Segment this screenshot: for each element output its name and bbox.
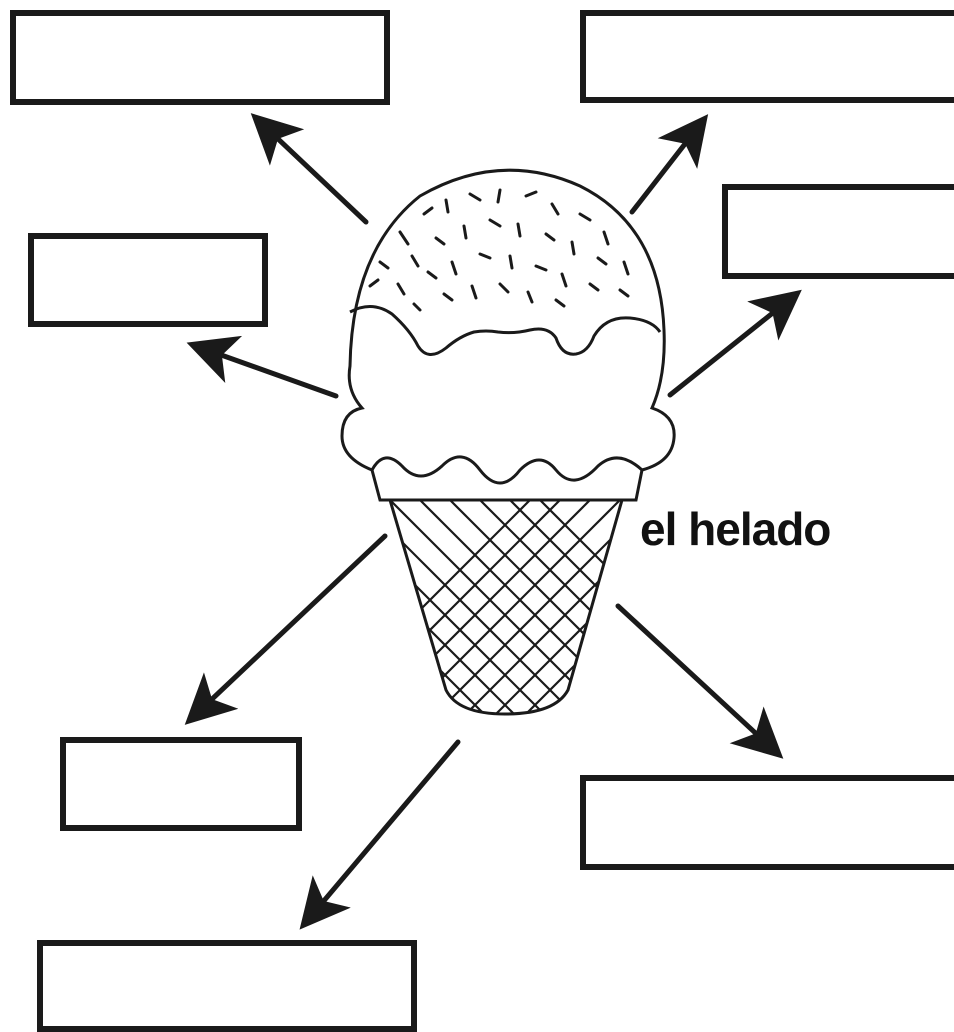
label-box-lower-right[interactable] (580, 775, 954, 870)
label-box-lower-left[interactable] (60, 737, 302, 831)
arrow-icon (299, 739, 461, 930)
sprinkles (368, 188, 630, 312)
arrow-icon (667, 289, 802, 398)
ice-cream-cone-icon (340, 168, 676, 716)
diagram-title: el helado (640, 503, 831, 555)
arrows (184, 113, 802, 930)
label-box-bottom-left[interactable] (37, 940, 417, 1032)
label-box-upper-left[interactable] (28, 233, 268, 327)
label-box-upper-right[interactable] (722, 184, 954, 279)
arrow-icon (615, 603, 784, 759)
arrow-icon (250, 113, 369, 225)
label-box-top-right[interactable] (580, 10, 954, 103)
arrow-icon (629, 114, 709, 215)
arrow-icon (186, 335, 339, 399)
label-box-top-left[interactable] (10, 10, 390, 105)
arrow-icon (184, 533, 388, 725)
